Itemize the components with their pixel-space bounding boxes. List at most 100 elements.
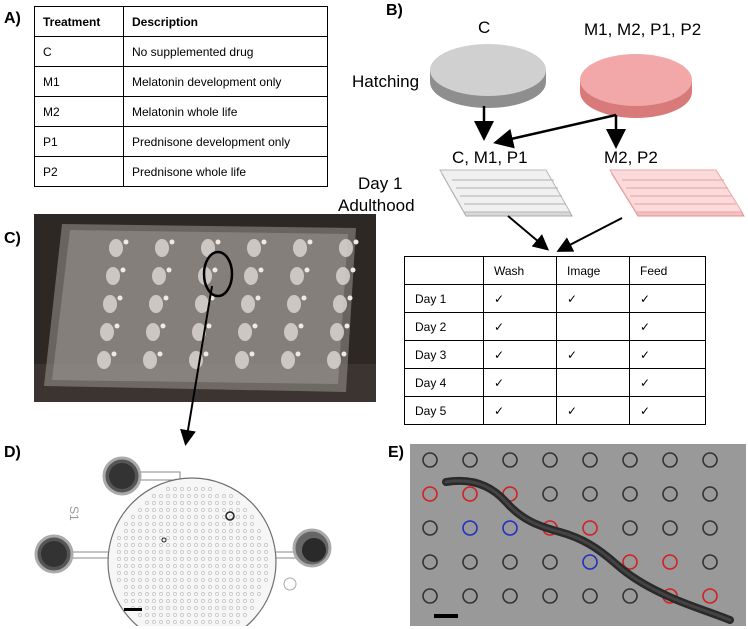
cell-day: Day 5 xyxy=(404,396,484,425)
pillar xyxy=(215,620,219,624)
well-port xyxy=(304,267,310,273)
well-port xyxy=(350,267,356,273)
pillar xyxy=(236,613,240,617)
pillar xyxy=(215,613,219,617)
pillar xyxy=(173,487,177,491)
pillar xyxy=(180,571,184,575)
pillar xyxy=(201,550,205,554)
well-port xyxy=(261,239,267,245)
label-hatching: Hatching xyxy=(352,72,420,91)
pillar xyxy=(236,522,240,526)
pillar xyxy=(222,578,226,582)
pillar xyxy=(215,599,219,603)
pillar xyxy=(152,515,156,519)
pillar xyxy=(257,585,261,589)
pillar-ring xyxy=(462,520,478,536)
pillar xyxy=(131,536,135,540)
pillar xyxy=(131,515,135,519)
pillar xyxy=(152,578,156,582)
pillar xyxy=(201,564,205,568)
pillar xyxy=(152,508,156,512)
well xyxy=(201,239,215,257)
pillar xyxy=(131,529,135,533)
pillar xyxy=(194,592,198,596)
pillar xyxy=(159,543,163,547)
pillar xyxy=(208,508,212,512)
table-header-row: Treatment Description xyxy=(34,6,328,37)
pillar xyxy=(194,564,198,568)
pillar xyxy=(166,599,170,603)
pillar xyxy=(180,536,184,540)
pillar xyxy=(159,613,163,617)
pillar-ring xyxy=(662,486,678,502)
pillar-ring xyxy=(462,452,478,468)
pillar xyxy=(159,557,163,561)
header-blank xyxy=(404,256,484,285)
pillar xyxy=(124,522,128,526)
well xyxy=(238,323,252,341)
pillar xyxy=(173,578,177,582)
well-port xyxy=(249,351,255,357)
pillar xyxy=(166,564,170,568)
drug-dish xyxy=(580,54,692,118)
pillar xyxy=(159,592,163,596)
pillar xyxy=(180,606,184,610)
pillar xyxy=(138,536,142,540)
pillar xyxy=(152,613,156,617)
pillar-ring xyxy=(702,486,718,502)
pillar xyxy=(201,501,205,505)
pillar xyxy=(208,487,212,491)
pillar xyxy=(187,606,191,610)
pillar xyxy=(222,620,226,624)
pillar xyxy=(243,557,247,561)
pillar xyxy=(194,536,198,540)
well-port xyxy=(120,267,126,273)
well xyxy=(284,323,298,341)
pillar xyxy=(194,494,198,498)
cell-description: Prednisone whole life xyxy=(123,156,328,187)
pillar xyxy=(173,501,177,505)
pillar-ring xyxy=(582,520,598,536)
pillar xyxy=(173,585,177,589)
cell-wash: ✓ xyxy=(483,340,557,369)
pillar xyxy=(166,487,170,491)
worm-drawing xyxy=(410,444,746,626)
header-image: Image xyxy=(556,256,630,285)
pillar xyxy=(131,599,135,603)
pillar xyxy=(173,494,177,498)
pillar xyxy=(243,613,247,617)
well-port xyxy=(111,351,117,357)
pillar xyxy=(180,550,184,554)
well-port xyxy=(215,239,221,245)
well-port xyxy=(160,323,166,329)
pillar xyxy=(152,592,156,596)
well-port xyxy=(166,267,172,273)
pillar xyxy=(201,613,205,617)
pillar xyxy=(236,515,240,519)
well-port xyxy=(123,239,129,245)
pillar xyxy=(173,508,177,512)
pillar xyxy=(145,501,149,505)
pillar xyxy=(243,606,247,610)
pillar xyxy=(264,543,268,547)
pillar xyxy=(152,536,156,540)
pillar xyxy=(243,529,247,533)
pillar xyxy=(229,599,233,603)
pillar xyxy=(222,557,226,561)
pillar xyxy=(194,543,198,547)
pillar xyxy=(187,613,191,617)
pillar xyxy=(229,550,233,554)
pillar xyxy=(236,529,240,533)
pillar xyxy=(145,620,149,624)
pillar xyxy=(257,550,261,554)
pillar xyxy=(250,592,254,596)
pillar xyxy=(208,529,212,533)
pillar xyxy=(187,564,191,568)
well xyxy=(247,239,261,257)
pillar xyxy=(152,501,156,505)
pillar xyxy=(257,529,261,533)
pillar xyxy=(173,606,177,610)
table-row: Day 5✓✓✓ xyxy=(404,396,706,425)
pillar-ring xyxy=(422,588,438,604)
